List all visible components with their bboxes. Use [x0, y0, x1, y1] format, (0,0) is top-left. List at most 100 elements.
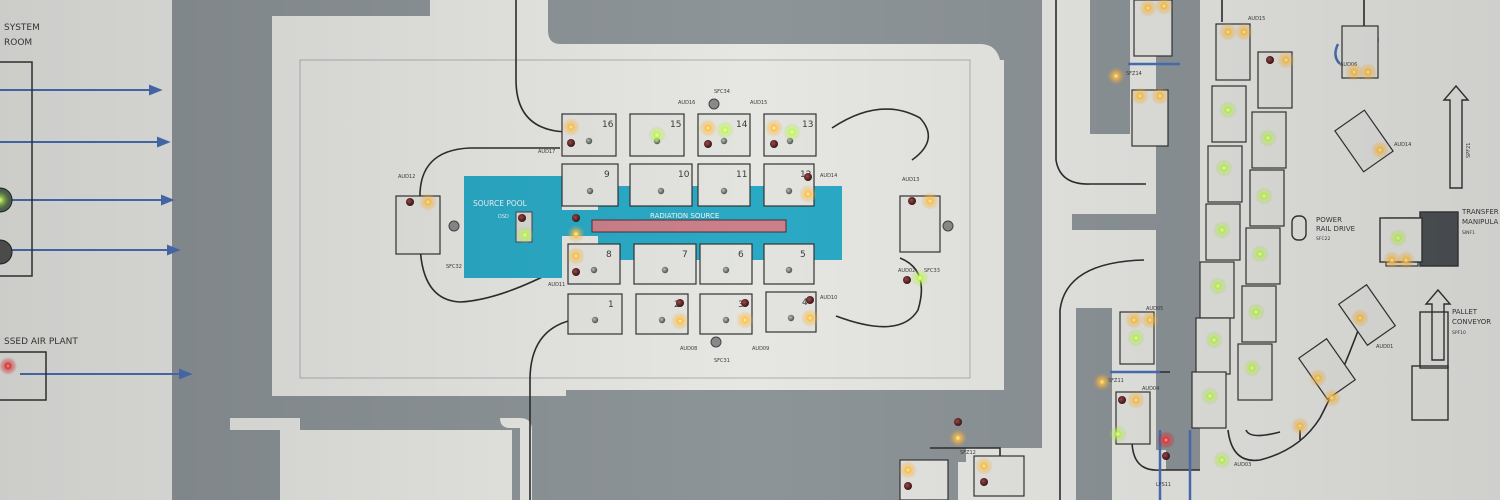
lamp-lit	[740, 315, 750, 325]
matrix-cell	[763, 243, 815, 285]
lamp-off	[806, 296, 814, 304]
cell-number: 16	[602, 120, 614, 130]
code-aud13: AUD13	[902, 177, 919, 183]
code-aud15: AUD15	[750, 100, 767, 106]
cell-indicator	[658, 316, 666, 324]
lamp-lit	[1131, 395, 1141, 405]
lamp-off	[908, 197, 916, 205]
lamp-lit	[1375, 145, 1385, 155]
selector-knob	[942, 220, 954, 232]
cell-number: 13	[802, 120, 813, 130]
lamp-lit	[571, 251, 581, 261]
code-aud14b: AUD14	[1394, 142, 1411, 148]
cell-number: 9	[604, 170, 610, 180]
radiation-source-label: RADIATION SOURCE	[650, 212, 719, 220]
lamp-off	[572, 268, 580, 276]
cell-indicator	[661, 266, 669, 274]
cell-number: 1	[608, 300, 614, 310]
lamp-lit	[1217, 455, 1227, 465]
lamp-lit	[1363, 67, 1373, 77]
lamp-off	[1162, 452, 1170, 460]
lamp-off	[904, 482, 912, 490]
lamp-lit	[1131, 333, 1141, 343]
lamp-lit	[1143, 3, 1153, 13]
lamp-off	[741, 299, 749, 307]
lamp-lit	[1259, 191, 1269, 201]
cell-indicator	[722, 316, 730, 324]
room-label: ROOM	[4, 38, 32, 48]
lamp-lit	[1349, 67, 1359, 77]
cell-indicator	[722, 266, 730, 274]
code-aud05: AUD05	[1146, 306, 1163, 312]
lamp-lit	[1129, 315, 1139, 325]
cell-indicator	[586, 187, 594, 195]
code-aud04: AUD04	[1142, 386, 1159, 392]
lamp-lit	[1205, 391, 1215, 401]
code-aud09: AUD09	[752, 346, 769, 352]
code-sfc32: SFC32	[446, 264, 462, 270]
lamp-lit	[3, 361, 13, 371]
cell-number: 8	[606, 250, 612, 260]
code-aud12: AUD12	[398, 174, 415, 180]
lamp-lit	[925, 196, 935, 206]
code-aud16: AUD16	[678, 100, 695, 106]
lamp-lit	[1313, 373, 1323, 383]
cell-indicator	[787, 314, 795, 322]
lamp-lit	[1223, 105, 1233, 115]
lamp-lit	[1145, 315, 1155, 325]
cell-number: 10	[678, 170, 690, 180]
lamp-lit	[1159, 1, 1169, 11]
cell-indicator	[591, 316, 599, 324]
lamp-lit	[571, 229, 581, 239]
cell-indicator	[785, 266, 793, 274]
lamp-lit	[1161, 435, 1171, 445]
lamp-off	[676, 299, 684, 307]
selector-knob	[710, 336, 722, 348]
lamp-lit	[1355, 313, 1365, 323]
lamp-lit	[675, 316, 685, 326]
lamp-lit	[1213, 281, 1223, 291]
transfer-code: SINF1	[1462, 230, 1475, 236]
lamp-lit	[787, 127, 797, 137]
source-pool-label: SOURCE POOL	[473, 199, 528, 208]
lamp-lit	[566, 122, 576, 132]
lamp-lit	[1219, 163, 1229, 173]
code-sfc34: SFC34	[714, 89, 730, 95]
source-pool-sub-label: DSD	[498, 214, 509, 220]
cell-indicator	[585, 137, 593, 145]
cell-number: 7	[682, 250, 688, 260]
cell-indicator	[657, 187, 665, 195]
transfer-label-2: MANIPULA	[1462, 218, 1499, 226]
air-plant-label: SSED AIR PLANT	[4, 337, 78, 347]
lamp-lit	[953, 433, 963, 443]
lamp-off	[770, 140, 778, 148]
pallet-label-1: PALLET	[1452, 308, 1478, 316]
lamp-lit	[1251, 307, 1261, 317]
cell-number: 11	[736, 170, 747, 180]
power-rail-label-2: RAIL DRIVE	[1316, 225, 1355, 233]
lamp-lit	[1097, 377, 1107, 387]
lamp-off	[1266, 56, 1274, 64]
code-aud17: AUD17	[538, 149, 555, 155]
lamp-lit	[1209, 335, 1219, 345]
radiation-source-bar	[591, 219, 787, 233]
selector-knob	[708, 98, 720, 110]
cell-indicator	[720, 187, 728, 195]
lamp-lit	[1223, 27, 1233, 37]
lamp-lit	[1327, 393, 1337, 403]
matrix-cell	[567, 293, 623, 335]
lamp-lit	[1239, 27, 1249, 37]
lamp-lit	[803, 189, 813, 199]
lamp-lit	[703, 123, 713, 133]
power-rail-label-1: POWER	[1316, 216, 1342, 224]
lamp-off	[406, 198, 414, 206]
lamp-off	[518, 214, 526, 222]
code-sfc31: SFC31	[714, 358, 730, 364]
lamp-off	[903, 276, 911, 284]
lamp-off	[980, 478, 988, 486]
cell-indicator	[590, 266, 598, 274]
code-aud14: AUD14	[820, 173, 837, 179]
lamp-lit	[1295, 421, 1305, 431]
power-rail-code: SFC22	[1316, 236, 1330, 242]
